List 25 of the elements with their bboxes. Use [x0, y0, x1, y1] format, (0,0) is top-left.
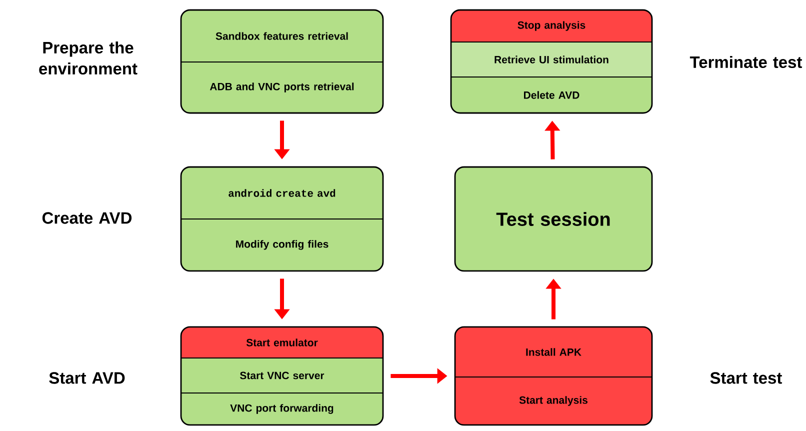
section-box: Modify config files — [181, 218, 383, 271]
section-box: ADB and VNC ports retrieval — [181, 62, 383, 113]
section-box: Start emulator — [181, 326, 383, 358]
section-box: Start VNC server — [181, 357, 383, 394]
rounded-box — [454, 326, 653, 426]
stage-label: Start test — [710, 372, 782, 384]
rounded-box — [180, 9, 384, 114]
section-box: Sandbox features retrieval — [181, 10, 383, 62]
section-box: VNC port forwarding — [181, 392, 383, 425]
section-box: Retrieve UI stimulation — [451, 42, 652, 78]
rounded-box — [180, 166, 384, 272]
stage-label: Create AVD — [42, 212, 132, 224]
rounded-box — [450, 9, 653, 114]
section-box: Install APK — [455, 326, 652, 378]
section-box: Stop analysis — [451, 10, 652, 42]
section-box: Start analysis — [455, 376, 652, 425]
section-box: Delete AVD — [451, 76, 652, 113]
stage-label: Start AVD — [49, 372, 125, 384]
stage-label: Terminate test — [690, 56, 802, 68]
rounded-box — [180, 326, 384, 426]
node-label: Sandbox features retrieval — [216, 32, 348, 40]
section-box: android create avd — [181, 167, 383, 220]
node-label: Install APK — [526, 348, 582, 356]
stage-label: Prepare the environment — [39, 41, 138, 75]
rounded-box: Test session — [454, 166, 653, 272]
